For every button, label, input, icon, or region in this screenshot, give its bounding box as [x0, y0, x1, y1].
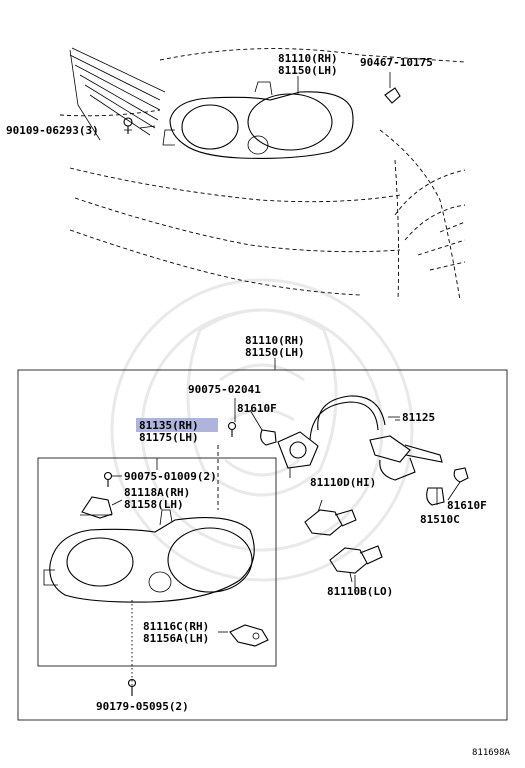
upper-hardware: [123, 72, 401, 134]
side-bulb-top-label[interactable]: 81610F: [237, 402, 277, 415]
upper-screw-label[interactable]: 90109-06293(3): [6, 124, 99, 137]
side-bulb-right-label[interactable]: 81610F: [447, 499, 487, 512]
hi-beam-bulb-part: [304, 499, 357, 536]
figure-id: 811698A: [472, 748, 511, 758]
parking-bulb-label[interactable]: 81510C: [420, 513, 460, 526]
watermark-emblem: [110, 278, 414, 582]
nut-label[interactable]: 90467-10175: [360, 56, 433, 69]
lower-frame: [17, 358, 508, 721]
selected-part-lh-label[interactable]: 81175(LH): [139, 431, 199, 444]
bottom-screw-label[interactable]: 90179-05095(2): [96, 700, 189, 713]
upper-assembly-rh-label[interactable]: 81110(RH): [278, 52, 338, 65]
socket-harness-label[interactable]: 81125: [402, 411, 435, 424]
inner-screw-part: [103, 471, 122, 487]
bracket-part: [80, 496, 123, 519]
inner-screw-label[interactable]: 90075-01009(2): [124, 470, 217, 483]
lo-beam-bulb-part: [329, 545, 383, 583]
car-front-illustration: [59, 47, 466, 301]
lo-beam-bulb-label[interactable]: 81110B(LO): [327, 585, 393, 598]
adjuster-part: [218, 624, 269, 647]
side-bulb-top-part: [249, 409, 277, 446]
side-bulb-right-part: [453, 467, 469, 483]
adjuster-rh-label[interactable]: 81116C(RH): [143, 620, 209, 633]
adjuster-lh-label[interactable]: 81156A(LH): [143, 632, 209, 645]
top-screw-part: [227, 398, 237, 437]
upper-assembly-lh-label[interactable]: 81150(LH): [278, 64, 338, 77]
lower-assembly-rh-label[interactable]: 81110(RH): [245, 334, 305, 347]
parking-bulb-part: [426, 487, 445, 506]
selected-part-rh-label[interactable]: 81135(RH): [139, 419, 199, 432]
bracket-rh-label[interactable]: 81118A(RH): [124, 486, 190, 499]
bracket-lh-label[interactable]: 81158(LH): [124, 498, 184, 511]
selected-part-highlight: [136, 418, 218, 432]
socket-harness-part: [277, 395, 443, 481]
bottom-screw-part: [127, 678, 137, 696]
headlamp-housing: [43, 445, 255, 690]
lower-leader-lines: [289, 416, 461, 588]
top-screw-label[interactable]: 90075-02041: [188, 383, 261, 396]
lower-assembly-lh-label[interactable]: 81150(LH): [245, 346, 305, 359]
hi-beam-bulb-label[interactable]: 81110D(HI): [310, 476, 376, 489]
